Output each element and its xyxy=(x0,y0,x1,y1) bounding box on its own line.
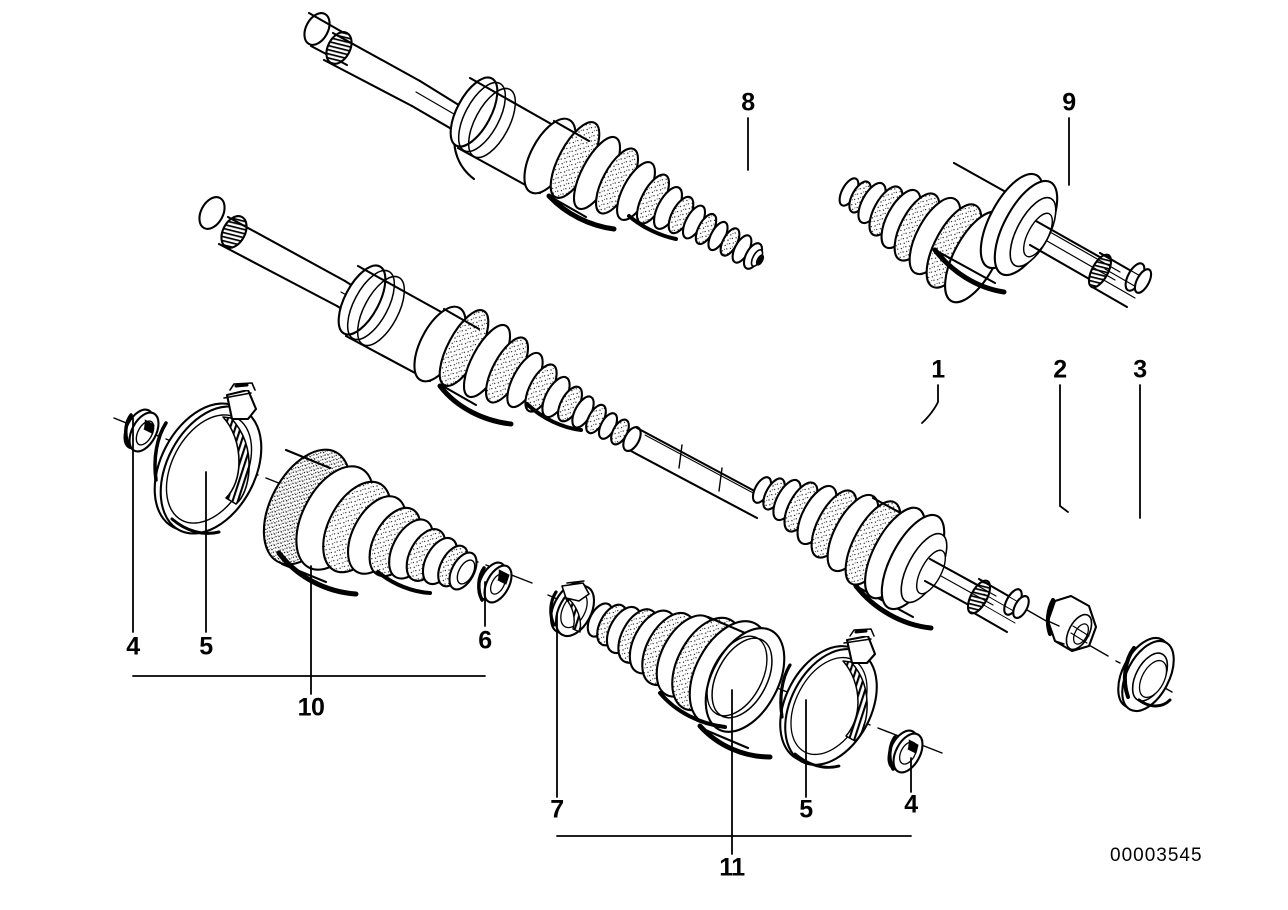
output-shaft-splined-threaded xyxy=(923,557,1030,634)
callout-2: 2 xyxy=(1053,355,1067,384)
lock-ring-3 xyxy=(1117,636,1175,713)
shaft-9-splined-end xyxy=(1028,219,1153,309)
main-boot-bellows-left xyxy=(438,307,642,452)
boot-11-bellows xyxy=(586,602,786,760)
drive-shaft-8-assembly xyxy=(303,11,765,270)
boot-kit-10-assembly xyxy=(113,382,533,604)
small-clamp-6 xyxy=(477,561,513,604)
worm-drive-clamp-5-left xyxy=(153,382,263,535)
callout-4-bottom: 4 xyxy=(904,790,918,819)
cv-joint-8-housing xyxy=(449,76,577,195)
worm-drive-clamp-7 xyxy=(549,580,596,638)
worm-drive-clamp-5-bottom xyxy=(779,628,878,769)
cv-joint-1-housing xyxy=(864,506,948,611)
boot-8-bellows xyxy=(549,119,765,270)
callout-7: 7 xyxy=(550,795,564,824)
callout-8: 8 xyxy=(741,88,755,117)
boot-9-bellows xyxy=(838,161,1015,304)
shaft-8-splined-end xyxy=(303,11,422,108)
joint-9-housing xyxy=(979,172,1059,277)
leader-1 xyxy=(921,384,939,424)
leader-lines xyxy=(132,117,1141,855)
figure-id-number: 00003545 xyxy=(1110,845,1203,866)
callout-4-left: 4 xyxy=(126,632,140,661)
callout-10: 10 xyxy=(297,693,325,722)
callout-5-bottom: 5 xyxy=(799,795,813,824)
callout-1: 1 xyxy=(931,355,945,384)
hex-collar-nut-2 xyxy=(1045,594,1098,653)
callout-11: 11 xyxy=(719,853,745,882)
callout-3: 3 xyxy=(1133,355,1147,384)
main-shaft-splined-end xyxy=(198,196,347,308)
inner-joint-9-assembly xyxy=(838,161,1153,309)
callout-6-left: 6 xyxy=(478,626,492,655)
intermediate-shaft xyxy=(629,426,771,520)
small-clamp-ring-4-bottom xyxy=(887,729,924,774)
small-clamp-ring-4-left xyxy=(123,408,160,453)
cv-joint-housing-left xyxy=(337,264,467,383)
boot-kit-11-assembly xyxy=(547,580,943,774)
main-drive-shaft-assembly xyxy=(198,196,1030,634)
callout-5-left: 5 xyxy=(199,632,213,661)
callout-9: 9 xyxy=(1062,88,1076,117)
boot-10-bellows xyxy=(262,448,478,597)
leader-2 xyxy=(1059,384,1069,513)
